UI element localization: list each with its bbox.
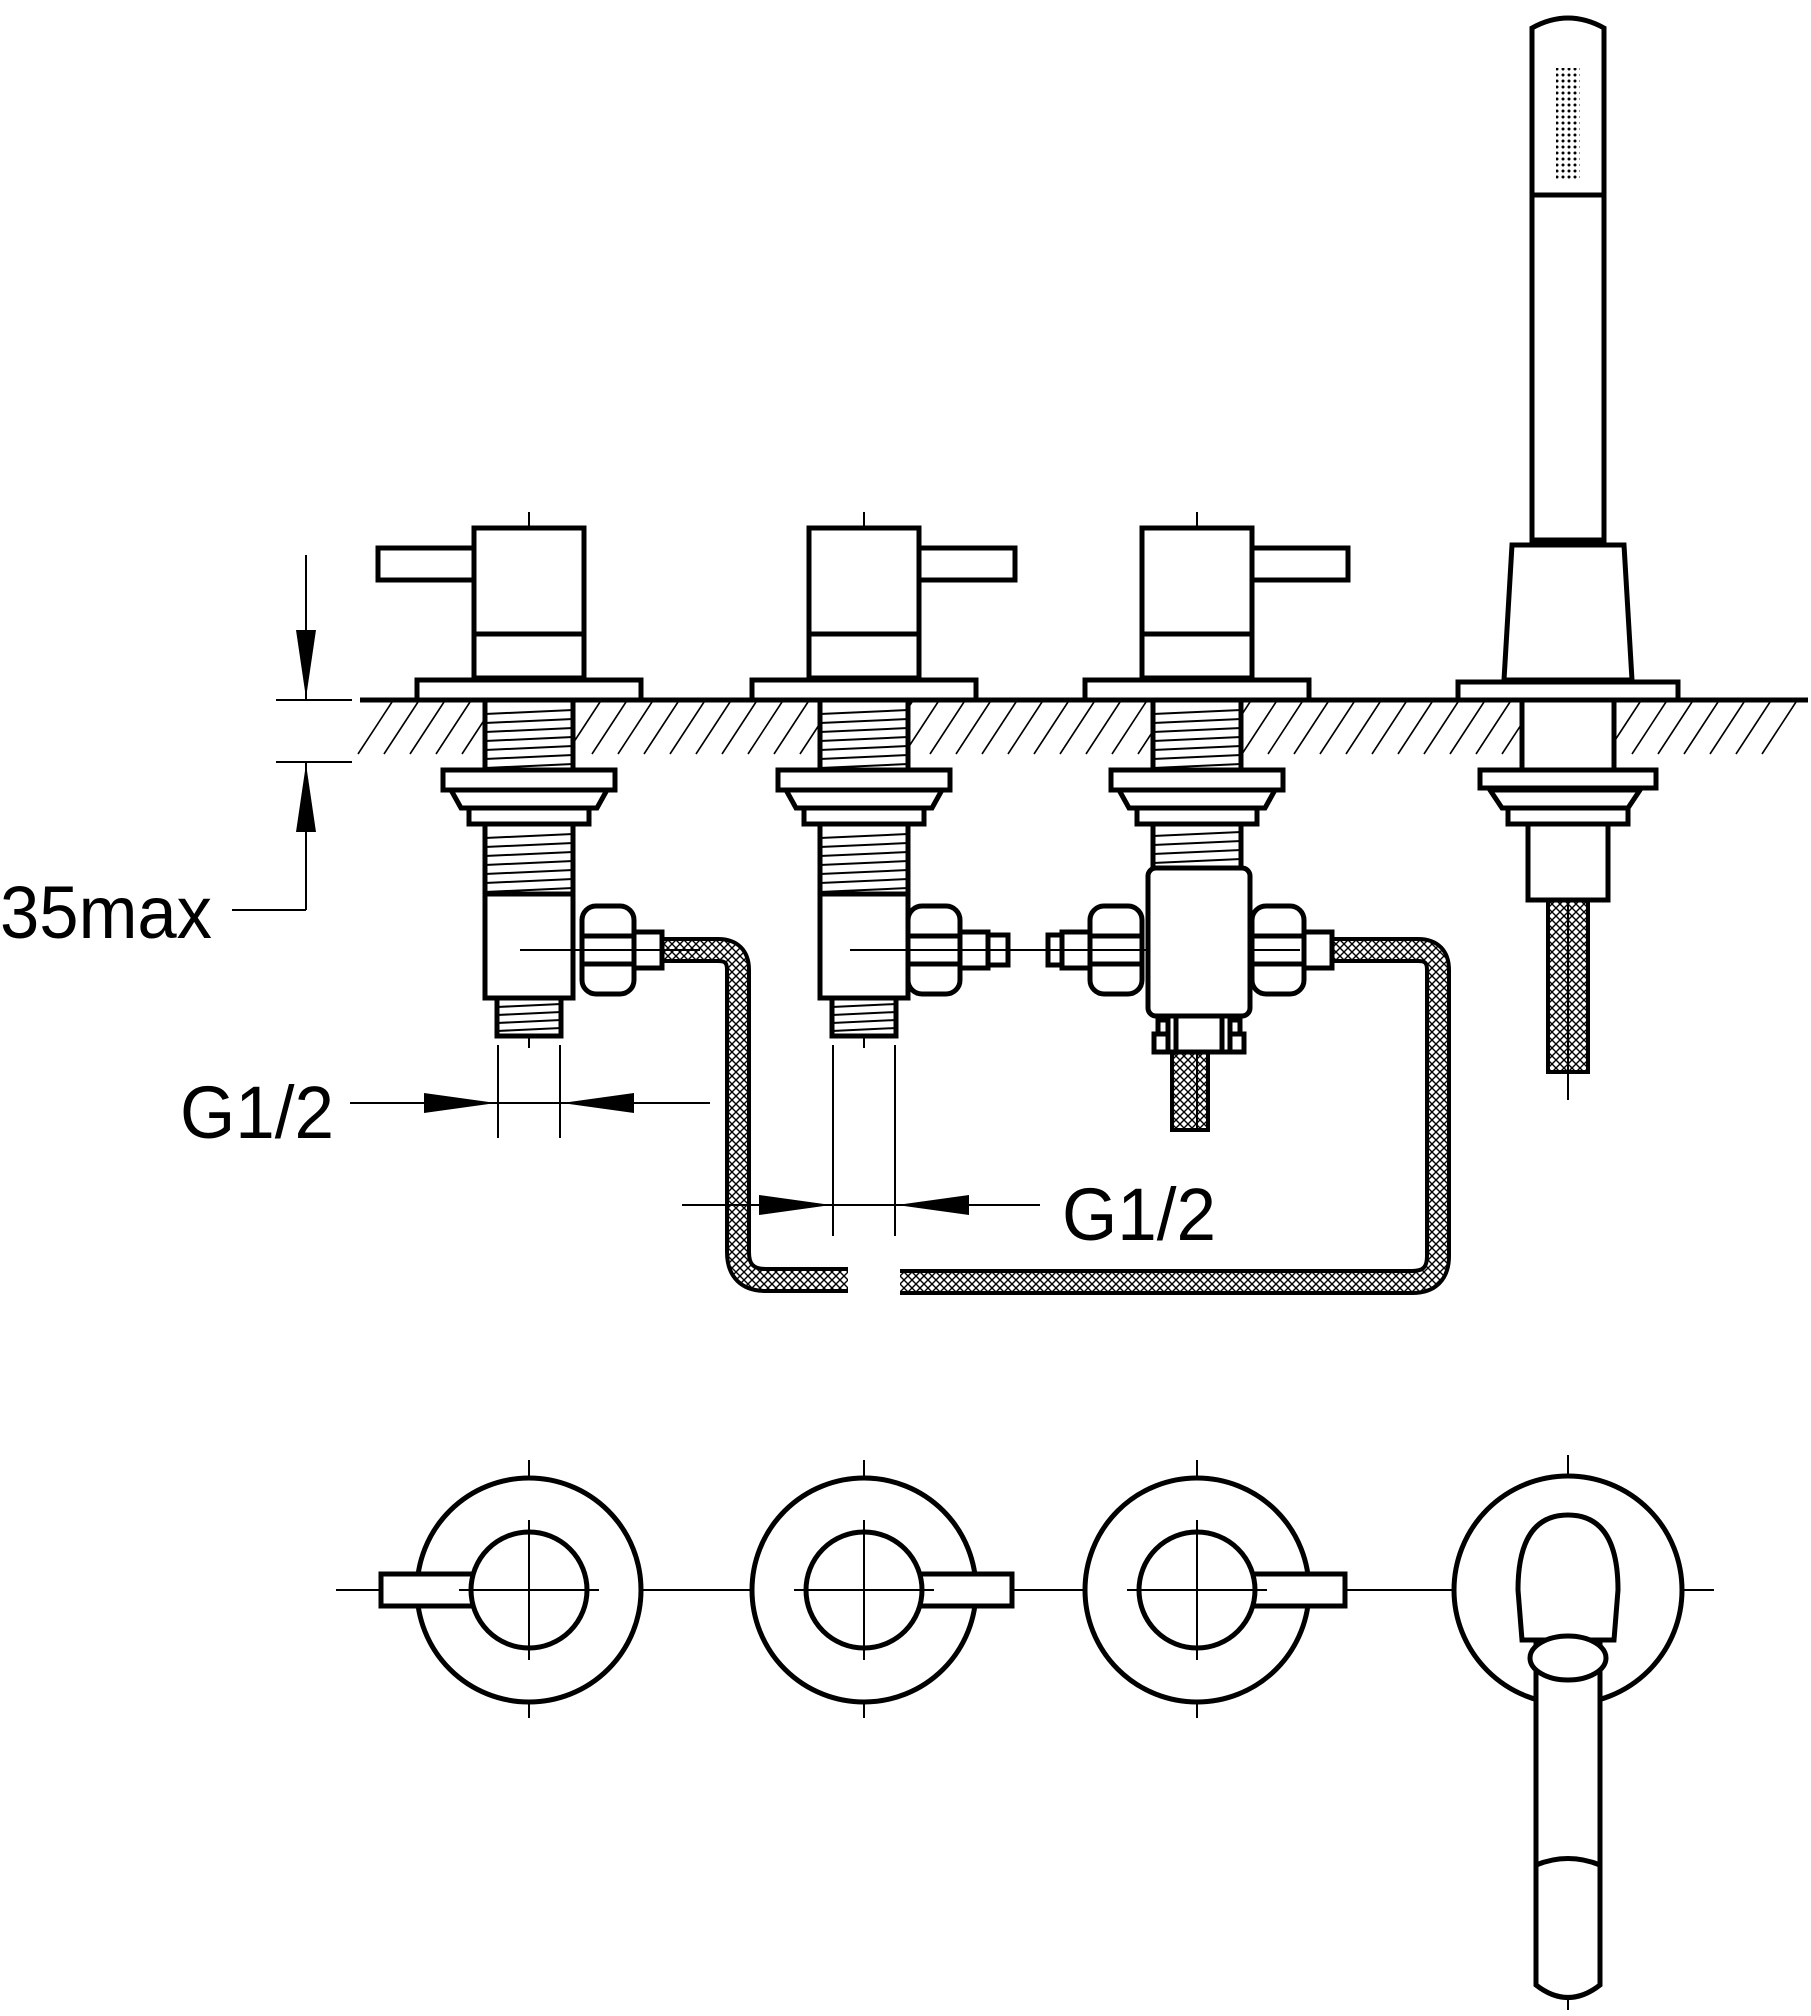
- compression-fittings: [520, 903, 1335, 997]
- dimension-deck-thickness: 35max: [0, 555, 352, 954]
- valve-top-view: [1082, 1460, 1348, 1718]
- dimension-connection-right: G1/2: [682, 1045, 1216, 1256]
- dimension-connection-left: G1/2: [180, 1045, 710, 1154]
- shower-spray-face: [1556, 68, 1580, 180]
- left-valve-side-view: [375, 512, 644, 1048]
- connection-left-label: G1/2: [180, 1071, 334, 1154]
- deck-thickness-label: 35max: [0, 871, 212, 954]
- hand-shower-top-view: [1451, 1455, 1685, 2010]
- hand-shower-side-view: [1455, 15, 1681, 1100]
- diverter-body: [1145, 865, 1253, 1055]
- top-view: [336, 1455, 1714, 2010]
- valve-top-view: [749, 1460, 1015, 1718]
- flexible-hoses: [660, 898, 1590, 1295]
- valve-top-view: [378, 1460, 644, 1718]
- connection-right-label: G1/2: [1062, 1173, 1216, 1256]
